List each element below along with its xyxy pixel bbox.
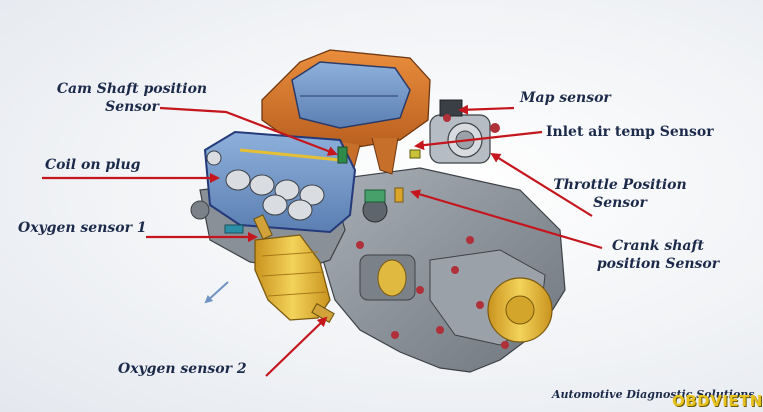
arrow-map-sensor <box>458 104 515 115</box>
footer-caption: Automotive Diagnostic Solutions <box>552 388 755 401</box>
direction-arrow <box>204 281 229 304</box>
sensor-parts <box>190 123 500 234</box>
watermark-logo: OBDVIETNAM <box>672 392 763 410</box>
label-crank-shaft-position-sensor: Crank shaft position Sensor <box>596 238 720 272</box>
arrow-cam-shaft <box>159 106 338 156</box>
label-coil-on-plug: Coil on plug <box>45 157 141 173</box>
callout-arrows <box>42 104 603 377</box>
label-oxygen-sensor-2: Oxygen sensor 2 <box>118 361 247 377</box>
label-inlet-air-temp-sensor: Inlet air temp Sensor <box>546 124 714 140</box>
label-throttle-position-sensor: Throttle Position Sensor <box>553 177 687 211</box>
cylinder-head <box>203 130 357 234</box>
arrow-inlet-air-temp <box>414 130 543 151</box>
arrow-oxygen-sensor-2 <box>265 316 328 377</box>
catalytic-converter <box>253 214 335 324</box>
arrow-throttle-position <box>490 152 593 217</box>
label-oxygen-sensor-1: Oxygen sensor 1 <box>18 220 147 236</box>
label-map-sensor: Map sensor <box>520 90 611 106</box>
label-cam-shaft-position-sensor: Cam Shaft position Sensor <box>56 81 208 115</box>
arrow-crank-shaft <box>410 189 603 250</box>
